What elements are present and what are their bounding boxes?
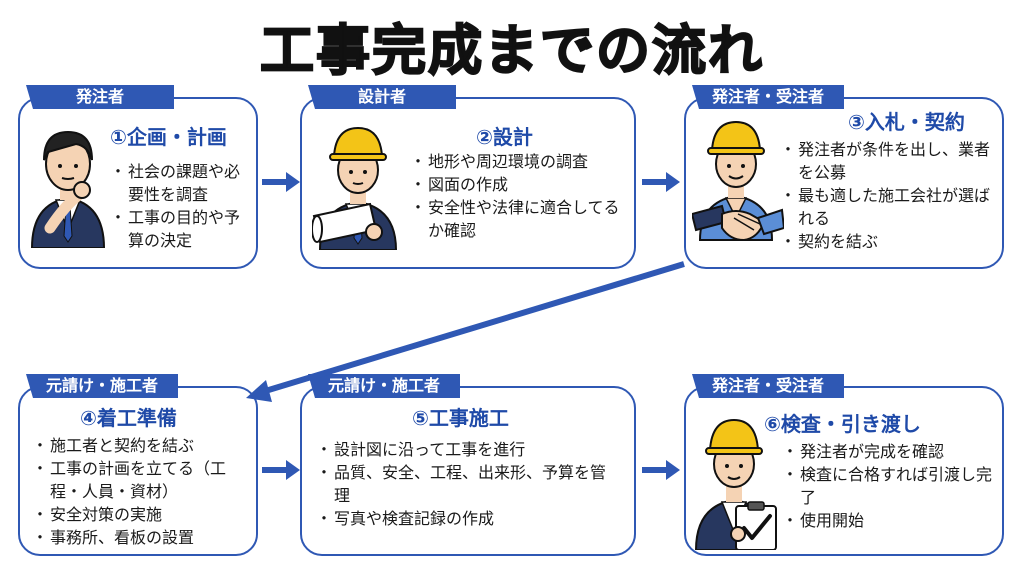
role-tag-4: 元請け・施工者 bbox=[26, 374, 178, 398]
role-tag-5: 元請け・施工者 bbox=[308, 374, 460, 398]
step-item: 工事の目的や予算の決定 bbox=[110, 206, 254, 252]
step-items-4: 施工者と契約を結ぶ 工事の計画を立てる（工程・人員・資材） 安全対策の実施 事務… bbox=[32, 434, 254, 549]
step-item: 工事の計画を立てる（工程・人員・資材） bbox=[32, 457, 254, 503]
step-item: 発注者が条件を出し、業者を公募 bbox=[780, 138, 994, 184]
page-title: 工事完成までの流れ bbox=[259, 18, 764, 83]
step-title-3: ③入札・契約 bbox=[848, 110, 965, 134]
step-items-3: 発注者が条件を出し、業者を公募 最も適した施工会社が選ばれる 契約を結ぶ bbox=[780, 138, 994, 253]
step-items-6: 発注者が完成を確認 検査に合格すれば引渡し完了 使用開始 bbox=[782, 440, 998, 532]
step-item: 使用開始 bbox=[782, 509, 998, 532]
step-item: 安全対策の実施 bbox=[32, 503, 254, 526]
step-item: 施工者と契約を結ぶ bbox=[32, 434, 254, 457]
step-item: 社会の課題や必要性を調査 bbox=[110, 160, 254, 206]
step-item: 最も適した施工会社が選ばれる bbox=[780, 184, 994, 230]
arrow-right-1-to-2 bbox=[262, 172, 300, 192]
arrow-right-4-to-5 bbox=[262, 460, 300, 480]
step-item: 発注者が完成を確認 bbox=[782, 440, 998, 463]
step-item: 契約を結ぶ bbox=[780, 230, 994, 253]
step-item: 写真や検査記録の作成 bbox=[316, 507, 614, 530]
thinking-man-icon bbox=[30, 130, 106, 248]
arrow-right-5-to-6 bbox=[642, 460, 680, 480]
step-title-1: ①企画・計画 bbox=[110, 125, 227, 149]
step-items-2: 地形や周辺環境の調査 図面の作成 安全性や法律に適合してるか確認 bbox=[410, 150, 630, 242]
step-item: 検査に合格すれば引渡し完了 bbox=[782, 463, 998, 509]
step-title-2: ②設計 bbox=[476, 125, 533, 149]
step-item: 図面の作成 bbox=[410, 173, 630, 196]
arrow-right-2-to-3 bbox=[642, 172, 680, 192]
role-tag-1: 発注者 bbox=[26, 85, 174, 109]
role-tag-6: 発注者・受注者 bbox=[692, 374, 844, 398]
inspector-with-checklist-icon bbox=[694, 418, 777, 550]
role-tag-3: 発注者・受注者 bbox=[692, 85, 844, 109]
step-item: 安全性や法律に適合してるか確認 bbox=[410, 196, 630, 242]
step-items-5: 設計図に沿って工事を進行 品質、安全、工程、出来形、予算を管理 写真や検査記録の… bbox=[316, 438, 614, 530]
engineer-with-blueprint-icon bbox=[312, 126, 398, 250]
role-tag-2: 設計者 bbox=[308, 85, 456, 109]
step-title-5: ⑤工事施工 bbox=[412, 406, 509, 430]
handshake-worker-icon bbox=[692, 120, 784, 242]
step-title-4: ④着工準備 bbox=[80, 406, 177, 430]
step-items-1: 社会の課題や必要性を調査 工事の目的や予算の決定 bbox=[110, 160, 254, 252]
step-item: 地形や周辺環境の調査 bbox=[410, 150, 630, 173]
step-item: 品質、安全、工程、出来形、予算を管理 bbox=[316, 461, 614, 507]
step-item: 事務所、看板の設置 bbox=[32, 526, 254, 549]
step-title-6: ⑥検査・引き渡し bbox=[764, 412, 921, 436]
step-item: 設計図に沿って工事を進行 bbox=[316, 438, 614, 461]
